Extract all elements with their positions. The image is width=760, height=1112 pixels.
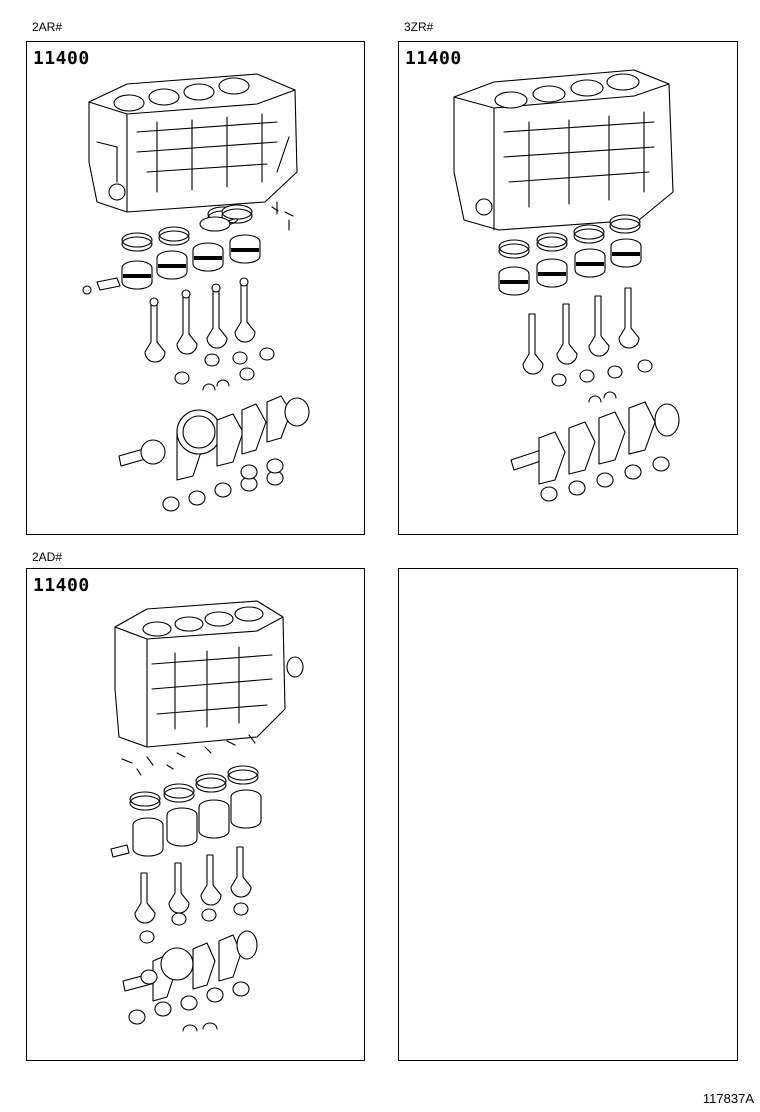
piston-rings-drawing	[129, 765, 259, 811]
piston-rings-drawing	[498, 214, 641, 259]
main-bearings-drawing	[540, 456, 670, 502]
engine-assembly-illustration	[453, 69, 680, 502]
engine-assembly-illustration	[110, 600, 304, 1032]
crankshaft-drawing	[510, 401, 680, 485]
cylinder-block-drawing	[88, 73, 298, 213]
small-parts-drawing	[121, 734, 256, 776]
rod-bearings-drawing	[551, 359, 653, 403]
pistons-drawing	[82, 234, 261, 295]
engine-label-3zr: 3ZR#	[404, 20, 434, 34]
piston-rings-drawing	[121, 204, 253, 252]
parts-panel-3zr: 11400	[398, 41, 738, 535]
engine-assembly-illustration	[82, 73, 310, 512]
parts-panel-2ad: 11400	[26, 568, 365, 1061]
crankshaft-drawing	[122, 930, 258, 1002]
engine-label-2ad: 2AD#	[32, 550, 63, 564]
main-bearings-drawing	[128, 969, 250, 1032]
main-bearings-drawing	[162, 458, 284, 512]
connecting-rods-drawing	[134, 846, 252, 924]
connecting-rods-drawing	[144, 277, 256, 363]
rod-bearings-drawing	[174, 347, 275, 391]
pistons-drawing	[110, 789, 262, 858]
engine-label-2ar: 2AR#	[32, 20, 63, 34]
part-number: 11400	[33, 48, 90, 69]
connecting-rods-drawing	[522, 287, 640, 375]
parts-panel-empty	[398, 568, 738, 1061]
cylinder-block-drawing	[114, 600, 304, 748]
part-number: 11400	[405, 48, 462, 69]
bolts-drawing	[271, 201, 294, 231]
cylinder-block-drawing	[453, 69, 674, 231]
rod-bearings-drawing	[139, 902, 249, 944]
crankshaft-drawing	[118, 395, 310, 481]
parts-panel-2ar: 11400	[26, 41, 365, 535]
part-number: 11400	[33, 575, 90, 596]
pistons-drawing	[498, 238, 642, 296]
illustration-code: 117837A	[702, 1091, 754, 1106]
